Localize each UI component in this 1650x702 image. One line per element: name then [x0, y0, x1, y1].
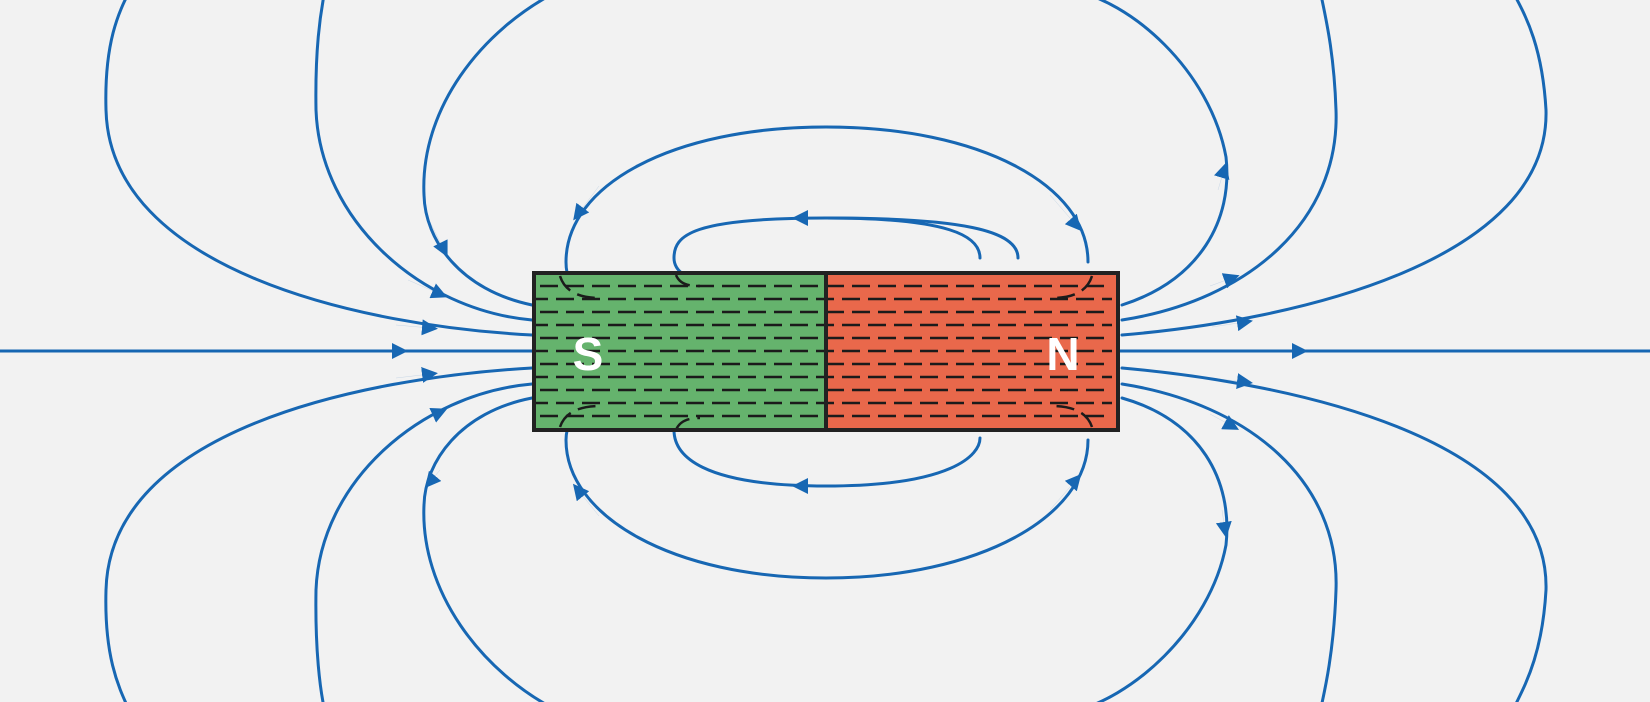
north-pole-label: N	[1046, 328, 1079, 380]
field-arrow-icon	[1215, 509, 1232, 538]
field-arrow-icon	[1049, 473, 1082, 511]
field-arrow-icon	[572, 483, 600, 517]
field-arrow-icon	[1214, 162, 1230, 191]
field-line	[422, 396, 545, 702]
domain-curve	[674, 416, 701, 430]
domain-curve	[1051, 275, 1094, 300]
field-line	[564, 125, 1090, 292]
field-arrow-icon	[407, 279, 448, 299]
field-arrow-icon	[395, 366, 438, 383]
field-line	[824, 216, 982, 260]
field-arrow-icon	[417, 408, 448, 423]
field-line	[1120, 382, 1338, 702]
field-arrow-icon	[1209, 413, 1240, 430]
field-arrow-icon	[424, 469, 442, 489]
field-line	[314, 0, 534, 322]
bar-magnet: S N	[532, 271, 1120, 432]
field-line	[422, 0, 545, 307]
field-line	[1095, 396, 1229, 702]
field-line	[104, 366, 534, 702]
domain-curve	[1051, 404, 1094, 428]
field-line	[1120, 0, 1548, 337]
field-line	[672, 216, 1020, 283]
field-arrow-icon	[395, 319, 438, 336]
field-line	[104, 0, 534, 337]
south-pole-label: S	[573, 328, 604, 380]
field-arrow-icon	[1049, 194, 1082, 232]
field-arrow-icon	[573, 185, 600, 221]
field-line	[314, 382, 534, 702]
magnet-outline	[532, 271, 1120, 432]
field-arrow-icon	[1211, 315, 1253, 332]
field-arrow-icon	[1209, 273, 1240, 289]
field-line	[1120, 366, 1548, 702]
field-arrow-icon	[429, 221, 448, 258]
field-line	[1120, 0, 1338, 322]
domain-curve	[674, 274, 701, 288]
domain-curve	[558, 275, 601, 300]
domain-curve	[558, 404, 601, 428]
field-line	[1097, 0, 1229, 307]
field-line	[564, 410, 1090, 580]
field-arrow-icon	[1211, 373, 1253, 389]
